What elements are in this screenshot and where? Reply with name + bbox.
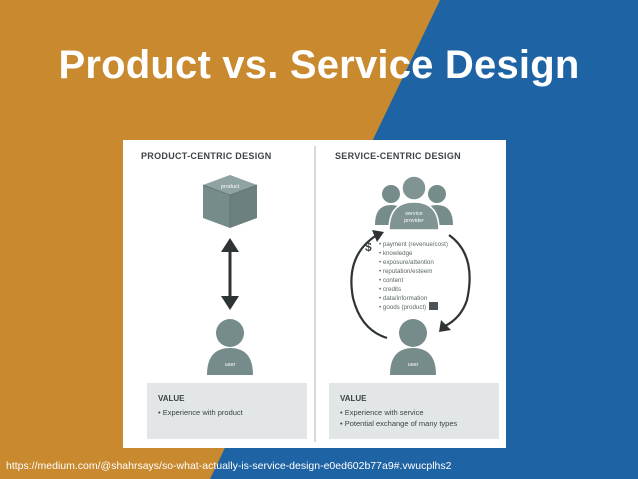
- exchange-list: • payment (revenue/cost) • knowledge • e…: [379, 240, 448, 312]
- exchange-item: • goods (product): [379, 304, 427, 311]
- exchange-item: • reputation/esteem: [379, 268, 433, 275]
- user-icon: [390, 319, 436, 375]
- exchange-item: • knowledge: [379, 250, 413, 257]
- slide-title: Product vs. Service Design: [58, 43, 580, 87]
- exchange-item: • credits: [379, 286, 402, 293]
- product-centric-panel: PRODUCT-CENTRIC DESIGN product: [123, 140, 313, 448]
- source-url-link[interactable]: https://medium.com/@shahrsays/so-what-ac…: [6, 460, 452, 472]
- user-label: user: [407, 362, 419, 368]
- value-heading: VALUE: [158, 394, 185, 403]
- value-item: • Potential exchange of many types: [340, 419, 458, 428]
- value-item: • Experience with service: [340, 408, 424, 417]
- user-icon: [207, 319, 253, 375]
- service-provider-group-icon: [375, 175, 453, 231]
- service-provider-label: service provider: [404, 211, 424, 224]
- service-diagram: [350, 175, 471, 375]
- currency-symbol: $: [365, 240, 372, 254]
- panel-divider: [314, 146, 316, 442]
- double-arrow-icon: [221, 238, 239, 310]
- service-centric-heading: SERVICE-CENTRIC DESIGN: [335, 151, 461, 161]
- exchange-item: • payment (revenue/cost): [379, 241, 448, 248]
- exchange-cycle-arrows-icon: [350, 230, 471, 340]
- diagram-card: PRODUCT-CENTRIC DESIGN product: [123, 140, 506, 448]
- service-value-box: VALUE • Experience with service • Potent…: [329, 383, 499, 439]
- value-item: • Experience with product: [158, 408, 243, 417]
- service-centric-panel: SERVICE-CENTRIC DESIGN: [317, 140, 506, 448]
- exchange-item: • content: [379, 277, 404, 284]
- product-centric-heading: PRODUCT-CENTRIC DESIGN: [141, 151, 272, 161]
- user-label: user: [224, 362, 236, 368]
- value-heading: VALUE: [340, 394, 367, 403]
- exchange-item: • data/information: [379, 295, 428, 302]
- exchange-item: • exposure/attention: [379, 259, 434, 266]
- product-diagram: [202, 175, 258, 375]
- goods-box-icon: [429, 302, 438, 310]
- product-cube-icon: [202, 175, 258, 228]
- product-value-box: VALUE • Experience with product: [147, 383, 307, 439]
- product-label: product: [220, 184, 240, 190]
